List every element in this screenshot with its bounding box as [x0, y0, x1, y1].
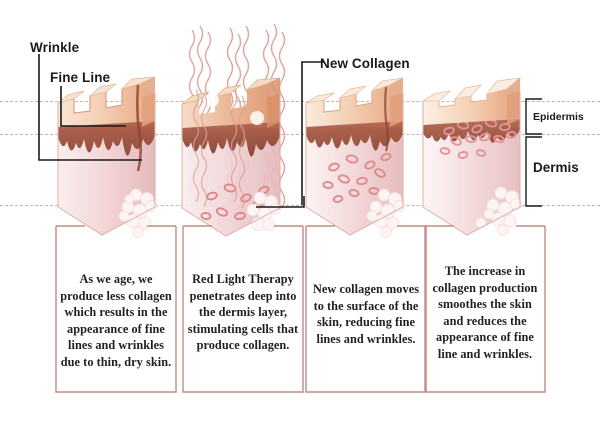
- collagen-cells-dense: [439, 118, 517, 159]
- skin-surface-guide-line: [0, 101, 600, 102]
- epidermis-bracket: [518, 98, 544, 138]
- skin-block-smoothed: [415, 75, 535, 290]
- skin-block-new-collagen: [298, 75, 418, 290]
- dermis-label: Dermis: [533, 160, 579, 175]
- caption-frame: [424, 225, 546, 393]
- epidermis-dermis-guide-line: [0, 134, 600, 135]
- caption-text: New collagen moves to the surface of the…: [312, 282, 420, 346]
- epidermis-label: Epidermis: [533, 111, 584, 123]
- caption-frame: [55, 225, 177, 393]
- light-rays-front: [192, 89, 246, 209]
- caption-box-smoothed-skin: The increase in collagen production smoo…: [424, 225, 546, 393]
- dermis-bottom-guide-line: [0, 205, 600, 206]
- new-collagen-leader-line: [296, 60, 326, 210]
- wrinkle-leader-line: [38, 52, 148, 167]
- caption-text: The increase in collagen production smoo…: [432, 264, 538, 361]
- caption-text: As we age, we produce less collagen whic…: [60, 272, 172, 369]
- caption-box-red-light: Red Light Therapy penetrates deep into t…: [182, 225, 304, 393]
- collagen-cells: [322, 152, 392, 203]
- wrinkle-label: Wrinkle: [30, 40, 80, 55]
- skin-block-red-light: [172, 20, 292, 237]
- skin-block-aging: [50, 75, 170, 290]
- new-collagen-leader-tail: [256, 196, 306, 210]
- caption-frame: [305, 225, 427, 393]
- caption-text: Red Light Therapy penetrates deep into t…: [187, 272, 299, 353]
- caption-box-new-collagen: New collagen moves to the surface of the…: [305, 225, 427, 393]
- dermis-bracket: [518, 136, 544, 210]
- new-collagen-label: New Collagen: [320, 56, 410, 71]
- caption-box-aging-skin: As we age, we produce less collagen whic…: [55, 225, 177, 393]
- fine-line-leader-line: [60, 84, 130, 134]
- caption-frame: [182, 225, 304, 393]
- fine-line-label: Fine Line: [50, 70, 111, 85]
